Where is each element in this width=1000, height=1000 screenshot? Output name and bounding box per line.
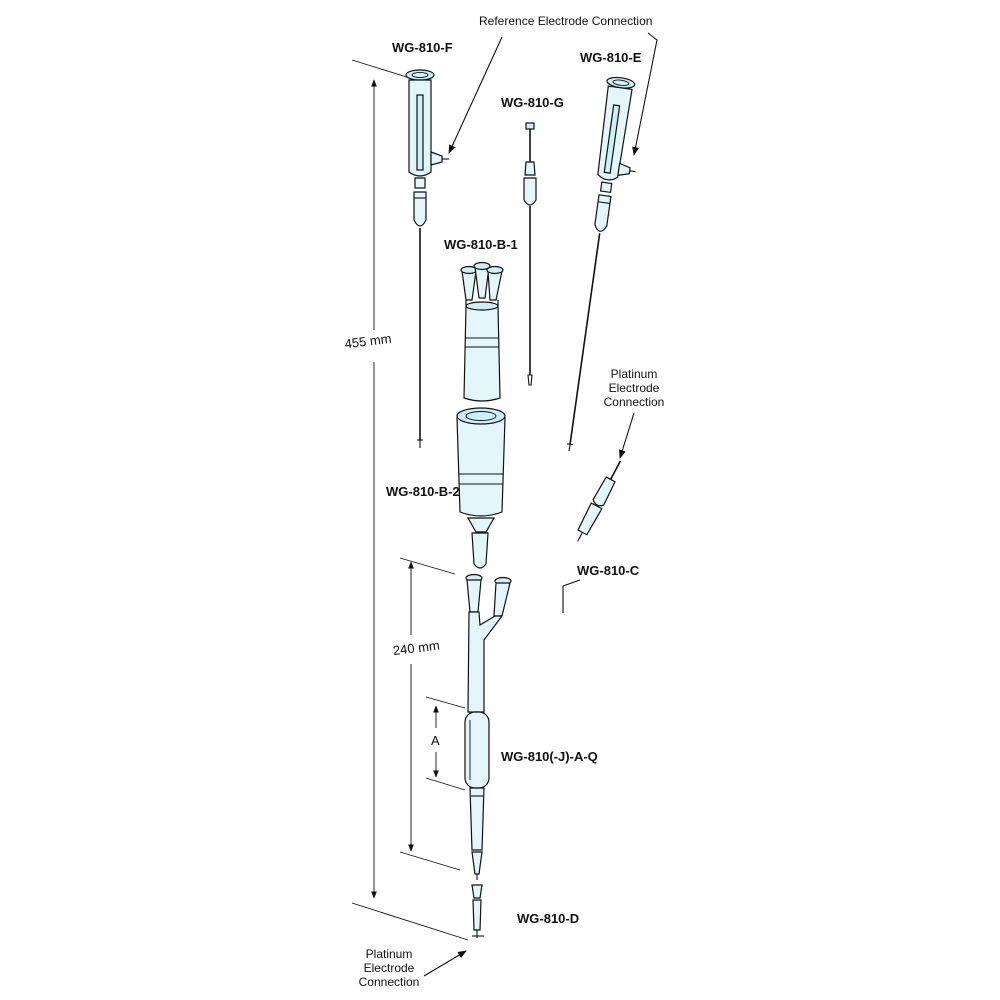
- platinum-top-line-2: Electrode: [609, 381, 660, 395]
- wg-810-d-label: WG-810-D: [517, 911, 579, 926]
- part-wg-810-c: WG-810-C: [562, 460, 640, 613]
- part-wg-810-d: WG-810-D: [471, 884, 579, 938]
- platinum-callout-bottom: Platinum Electrode Connection: [359, 947, 467, 989]
- platinum-bottom-line-1: Platinum: [366, 947, 413, 961]
- wg-810-f-label: WG-810-F: [392, 40, 453, 55]
- reference-electrode-callout: Reference Electrode Connection: [448, 14, 658, 156]
- wg-810-b-1-label: WG-810-B-1: [444, 237, 518, 252]
- overall-length-dimension: 455 mm: [344, 59, 469, 941]
- part-wg-810-b-1: WG-810-B-1: [444, 237, 518, 402]
- part-wg-810-g: WG-810-G: [501, 95, 564, 386]
- tube-length-dimension: 240 mm: [392, 557, 461, 871]
- part-wg-810-f: WG-810-F: [392, 40, 453, 448]
- tube-length-label: 240 mm: [392, 638, 440, 659]
- wg-810-c-label: WG-810-C: [577, 563, 640, 578]
- bulb-length-dimension: A: [425, 696, 466, 791]
- wg-810-b-2-label: WG-810-B-2: [386, 484, 460, 499]
- platinum-bottom-line-2: Electrode: [364, 961, 415, 975]
- bulb-length-label: A: [431, 733, 440, 748]
- overall-length-label: 455 mm: [344, 331, 392, 352]
- part-wg-810-b-2: WG-810-B-2: [386, 407, 506, 569]
- platinum-bottom-line-3: Connection: [359, 975, 420, 989]
- wg-810-j-a-q-label: WG-810(-J)-A-Q: [501, 749, 598, 764]
- part-wg-810-e: WG-810-E: [567, 50, 642, 452]
- wg-810-g-label: WG-810-G: [501, 95, 564, 110]
- wg-810-e-label: WG-810-E: [580, 50, 642, 65]
- reference-electrode-label: Reference Electrode Connection: [479, 14, 652, 28]
- platinum-top-line-3: Connection: [604, 395, 665, 409]
- platinum-callout-top: Platinum Electrode Connection: [604, 367, 665, 459]
- part-wg-810-j-a-q: WG-810(-J)-A-Q: [464, 573, 598, 880]
- platinum-top-line-1: Platinum: [611, 367, 658, 381]
